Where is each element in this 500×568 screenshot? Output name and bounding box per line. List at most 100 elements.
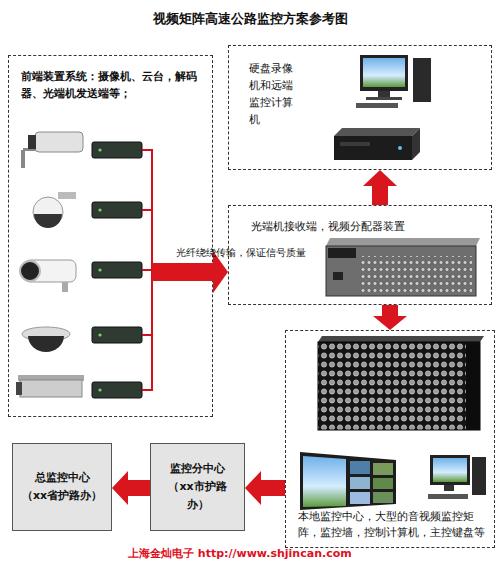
matrix-front (318, 342, 480, 430)
screen (433, 458, 467, 482)
box-camera (21, 132, 83, 168)
center-box: 总监控中心 （xx省护路办） (12, 443, 112, 531)
led (98, 208, 101, 211)
wire (142, 334, 153, 336)
receiver-rack (326, 238, 480, 296)
keyboard (428, 494, 468, 499)
wire (142, 389, 153, 391)
ptz-camera (33, 192, 76, 228)
wire (142, 269, 153, 271)
led (98, 148, 101, 151)
screen (363, 58, 405, 87)
wall-screen (350, 477, 370, 489)
camera-body (35, 132, 83, 152)
flow-arrow (245, 471, 285, 505)
matrix-panel (466, 342, 480, 430)
transmitter (92, 382, 142, 398)
camera-lens (16, 382, 22, 395)
wall-screen (373, 492, 393, 503)
fiber-wires (142, 149, 153, 391)
camera-mount (62, 282, 68, 292)
monitor-stand (378, 91, 390, 97)
flow-arrow (112, 471, 150, 505)
monitor (360, 55, 408, 91)
flow-arrow (363, 170, 397, 205)
rack-top (326, 238, 480, 246)
flow-arrow (373, 305, 407, 330)
fiber-transmitters (92, 142, 142, 398)
sun-shield (18, 375, 84, 381)
led (98, 388, 101, 391)
edge-label: 光纤绕绕传输，保证信号质量 (176, 246, 306, 260)
camera-dome (28, 336, 64, 352)
monitor-base (366, 97, 402, 100)
camera-body (20, 380, 82, 397)
led (398, 146, 402, 150)
pc-tower (413, 58, 431, 102)
camera-body (24, 260, 76, 282)
led (98, 333, 101, 336)
dvr-slot (340, 142, 370, 146)
matrix-top (318, 336, 484, 342)
camera-mount (23, 148, 41, 151)
wall-screen (350, 461, 370, 474)
camera-lens (20, 261, 40, 281)
control-computer (428, 455, 486, 499)
housing-camera (16, 375, 84, 397)
port-grid (360, 256, 472, 292)
node-text: 总监控中心 （xx省护路办） (13, 469, 111, 505)
dome-camera (22, 327, 70, 352)
rack-front (326, 246, 476, 296)
wall-screen (303, 456, 346, 507)
arrow-shaft (152, 263, 214, 281)
node-text: 本地监控中心，大型的音视频监控矩阵，监控墙，控制计算机，主控键盘等 (298, 509, 490, 541)
dvr (334, 128, 420, 160)
camera-base (22, 327, 70, 341)
wall-screen (373, 478, 393, 489)
camera-dome (34, 214, 62, 228)
video-matrix (318, 336, 484, 430)
node-text: 监控分中心 （xx市护路办） (151, 460, 244, 514)
group-box: 前端装置系统：摄像机、云台，解码器、光端机发送端等； (8, 55, 213, 417)
diagram-title: 视频矩阵高速公路监控方案参考图 (0, 10, 500, 28)
camera-body (33, 197, 63, 227)
wall-frame (300, 452, 396, 510)
wire (142, 149, 153, 151)
center-box: 监控分中心 （xx市护路办） (150, 443, 245, 531)
dvr-side (412, 128, 420, 160)
fiber-bus (151, 149, 153, 391)
camera-mount (58, 192, 76, 199)
ir-camera (20, 260, 76, 292)
node-text: 光端机接收端，视频分配器装置 (251, 218, 481, 235)
watermark: 上海金灿电子 http://www.shjincan.com (128, 546, 352, 561)
pc-tower (472, 457, 486, 495)
transmitter (92, 142, 142, 158)
dvr-front (334, 136, 412, 160)
power-switch (333, 272, 343, 280)
monitor-stand (444, 485, 454, 491)
computer (356, 55, 431, 108)
transmitter-lights (98, 148, 101, 391)
group-box: 本地监控中心，大型的音视频监控矩阵，监控墙，控制计算机，主控键盘等 (285, 330, 495, 548)
dvr-top (334, 128, 420, 136)
monitor (430, 455, 470, 485)
transmitter (92, 262, 142, 278)
transmitter (92, 327, 142, 343)
led (98, 268, 101, 271)
group-box: 硬盘录像机和远端监控计算机 (228, 45, 492, 170)
wire (142, 209, 153, 211)
brand-plate (328, 248, 356, 258)
keyboard (356, 103, 398, 108)
wall-screen (350, 492, 370, 504)
node-text: 前端装置系统：摄像机、云台，解码器、光端机发送端等； (21, 68, 203, 102)
camera-lens (28, 135, 36, 149)
transmitter (92, 202, 142, 218)
wall-screen (373, 463, 393, 475)
node-text: 硬盘录像机和远端监控计算机 (249, 60, 297, 128)
video-wall (300, 452, 396, 510)
camera-mount (21, 150, 25, 168)
